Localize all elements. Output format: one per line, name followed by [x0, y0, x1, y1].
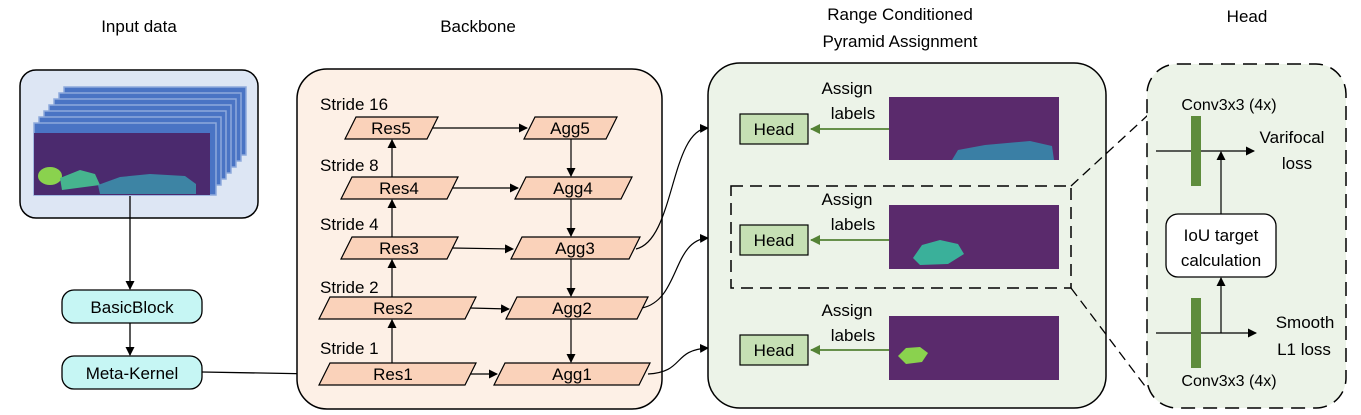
agg1-label: Agg1	[552, 365, 592, 384]
conv-top-label: Conv3x3 (4x)	[1181, 97, 1276, 114]
head-box-2	[739, 224, 809, 256]
head-box-3	[739, 334, 809, 366]
smooth-l1-label-1: Smooth	[1276, 313, 1335, 332]
highlight-box	[730, 185, 1072, 289]
basicblock-label: BasicBlock	[90, 298, 174, 317]
assign-labels-1-line2: labels	[831, 104, 875, 123]
head-box-1	[739, 113, 809, 145]
res4-block	[340, 176, 459, 200]
section-title-input: Input data	[101, 17, 177, 36]
near-object	[898, 347, 928, 364]
smooth-l1-label-2: L1 loss	[1277, 340, 1331, 359]
far-object	[952, 141, 1054, 160]
res2-label: Res2	[373, 299, 413, 318]
conv-top-bar	[1191, 116, 1201, 186]
meta-kernel-label: Meta-Kernel	[86, 364, 179, 383]
assign-labels-3-line2: labels	[831, 326, 875, 345]
agg3-block	[510, 236, 641, 260]
assign-labels-3-line1: Assign	[821, 301, 872, 320]
section-title-assignment-2: Pyramid Assignment	[823, 32, 978, 51]
stride-1-label: Stride 1	[320, 339, 379, 358]
iou-label-1: IoU target	[1184, 226, 1259, 245]
conv-bottom-bar	[1191, 298, 1201, 368]
res2-block	[318, 296, 477, 320]
agg-blocks	[493, 116, 651, 386]
res5-label: Res5	[371, 119, 411, 138]
res4-label: Res4	[379, 179, 419, 198]
stride-4-label: Stride 4	[320, 215, 379, 234]
head-box-3-label: Head	[754, 341, 795, 360]
section-title-backbone: Backbone	[440, 17, 516, 36]
varifocal-label-1: Varifocal	[1260, 128, 1325, 147]
stride-8-label: Stride 8	[320, 156, 379, 175]
res3-block	[340, 236, 459, 260]
section-title-assignment-1: Range Conditioned	[827, 5, 973, 24]
agg3-label: Agg3	[555, 239, 595, 258]
assign-labels-2-line2: labels	[831, 215, 875, 234]
varifocal-label-2: loss	[1282, 154, 1312, 173]
res1-label: Res1	[373, 365, 413, 384]
head-box-1-label: Head	[754, 120, 795, 139]
assign-labels-1-line1: Assign	[821, 79, 872, 98]
basicblock-box	[61, 289, 203, 324]
res3-label: Res3	[379, 239, 419, 258]
stride-2-label: Stride 2	[320, 278, 379, 297]
iou-label-2: calculation	[1181, 251, 1261, 270]
mid-object	[913, 240, 964, 265]
res-blocks	[318, 116, 477, 386]
agg4-label: Agg4	[553, 179, 593, 198]
head-box-2-label: Head	[754, 231, 795, 250]
conv-bottom-label: Conv3x3 (4x)	[1181, 373, 1276, 390]
stride-16-label: Stride 16	[320, 95, 388, 114]
agg2-label: Agg2	[552, 299, 592, 318]
assign-labels-2-line1: Assign	[821, 190, 872, 209]
range-image-stack	[33, 86, 247, 196]
res1-block	[318, 362, 477, 386]
section-title-head: Head	[1227, 7, 1268, 26]
res5-block	[344, 116, 439, 140]
agg5-label: Agg5	[550, 119, 590, 138]
